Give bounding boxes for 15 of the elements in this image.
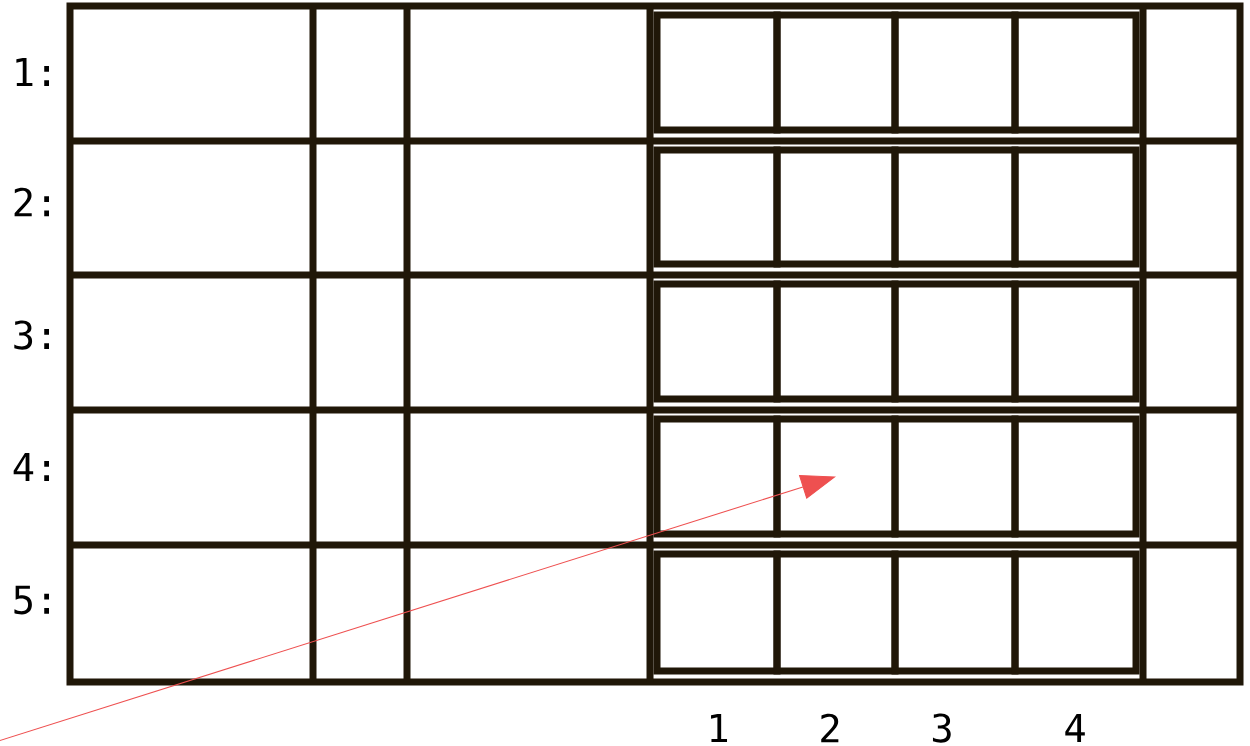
table-cell	[1011, 146, 1140, 268]
column-number: 1	[711, 713, 727, 743]
column-number: 2	[821, 713, 839, 743]
table-cell	[1011, 280, 1140, 403]
row-number: 5:	[14, 585, 49, 615]
row-number: 1:	[16, 57, 49, 87]
row-number: 2:	[14, 187, 49, 217]
row-number: 4:	[13, 452, 49, 482]
row-number: 3:	[14, 320, 49, 350]
table-cell	[1011, 415, 1140, 538]
arrow	[0, 475, 836, 743]
table-cell	[1011, 11, 1140, 134]
column-number: 3	[932, 713, 951, 743]
table-cell	[1011, 550, 1140, 675]
column-number: 4	[1065, 713, 1085, 743]
